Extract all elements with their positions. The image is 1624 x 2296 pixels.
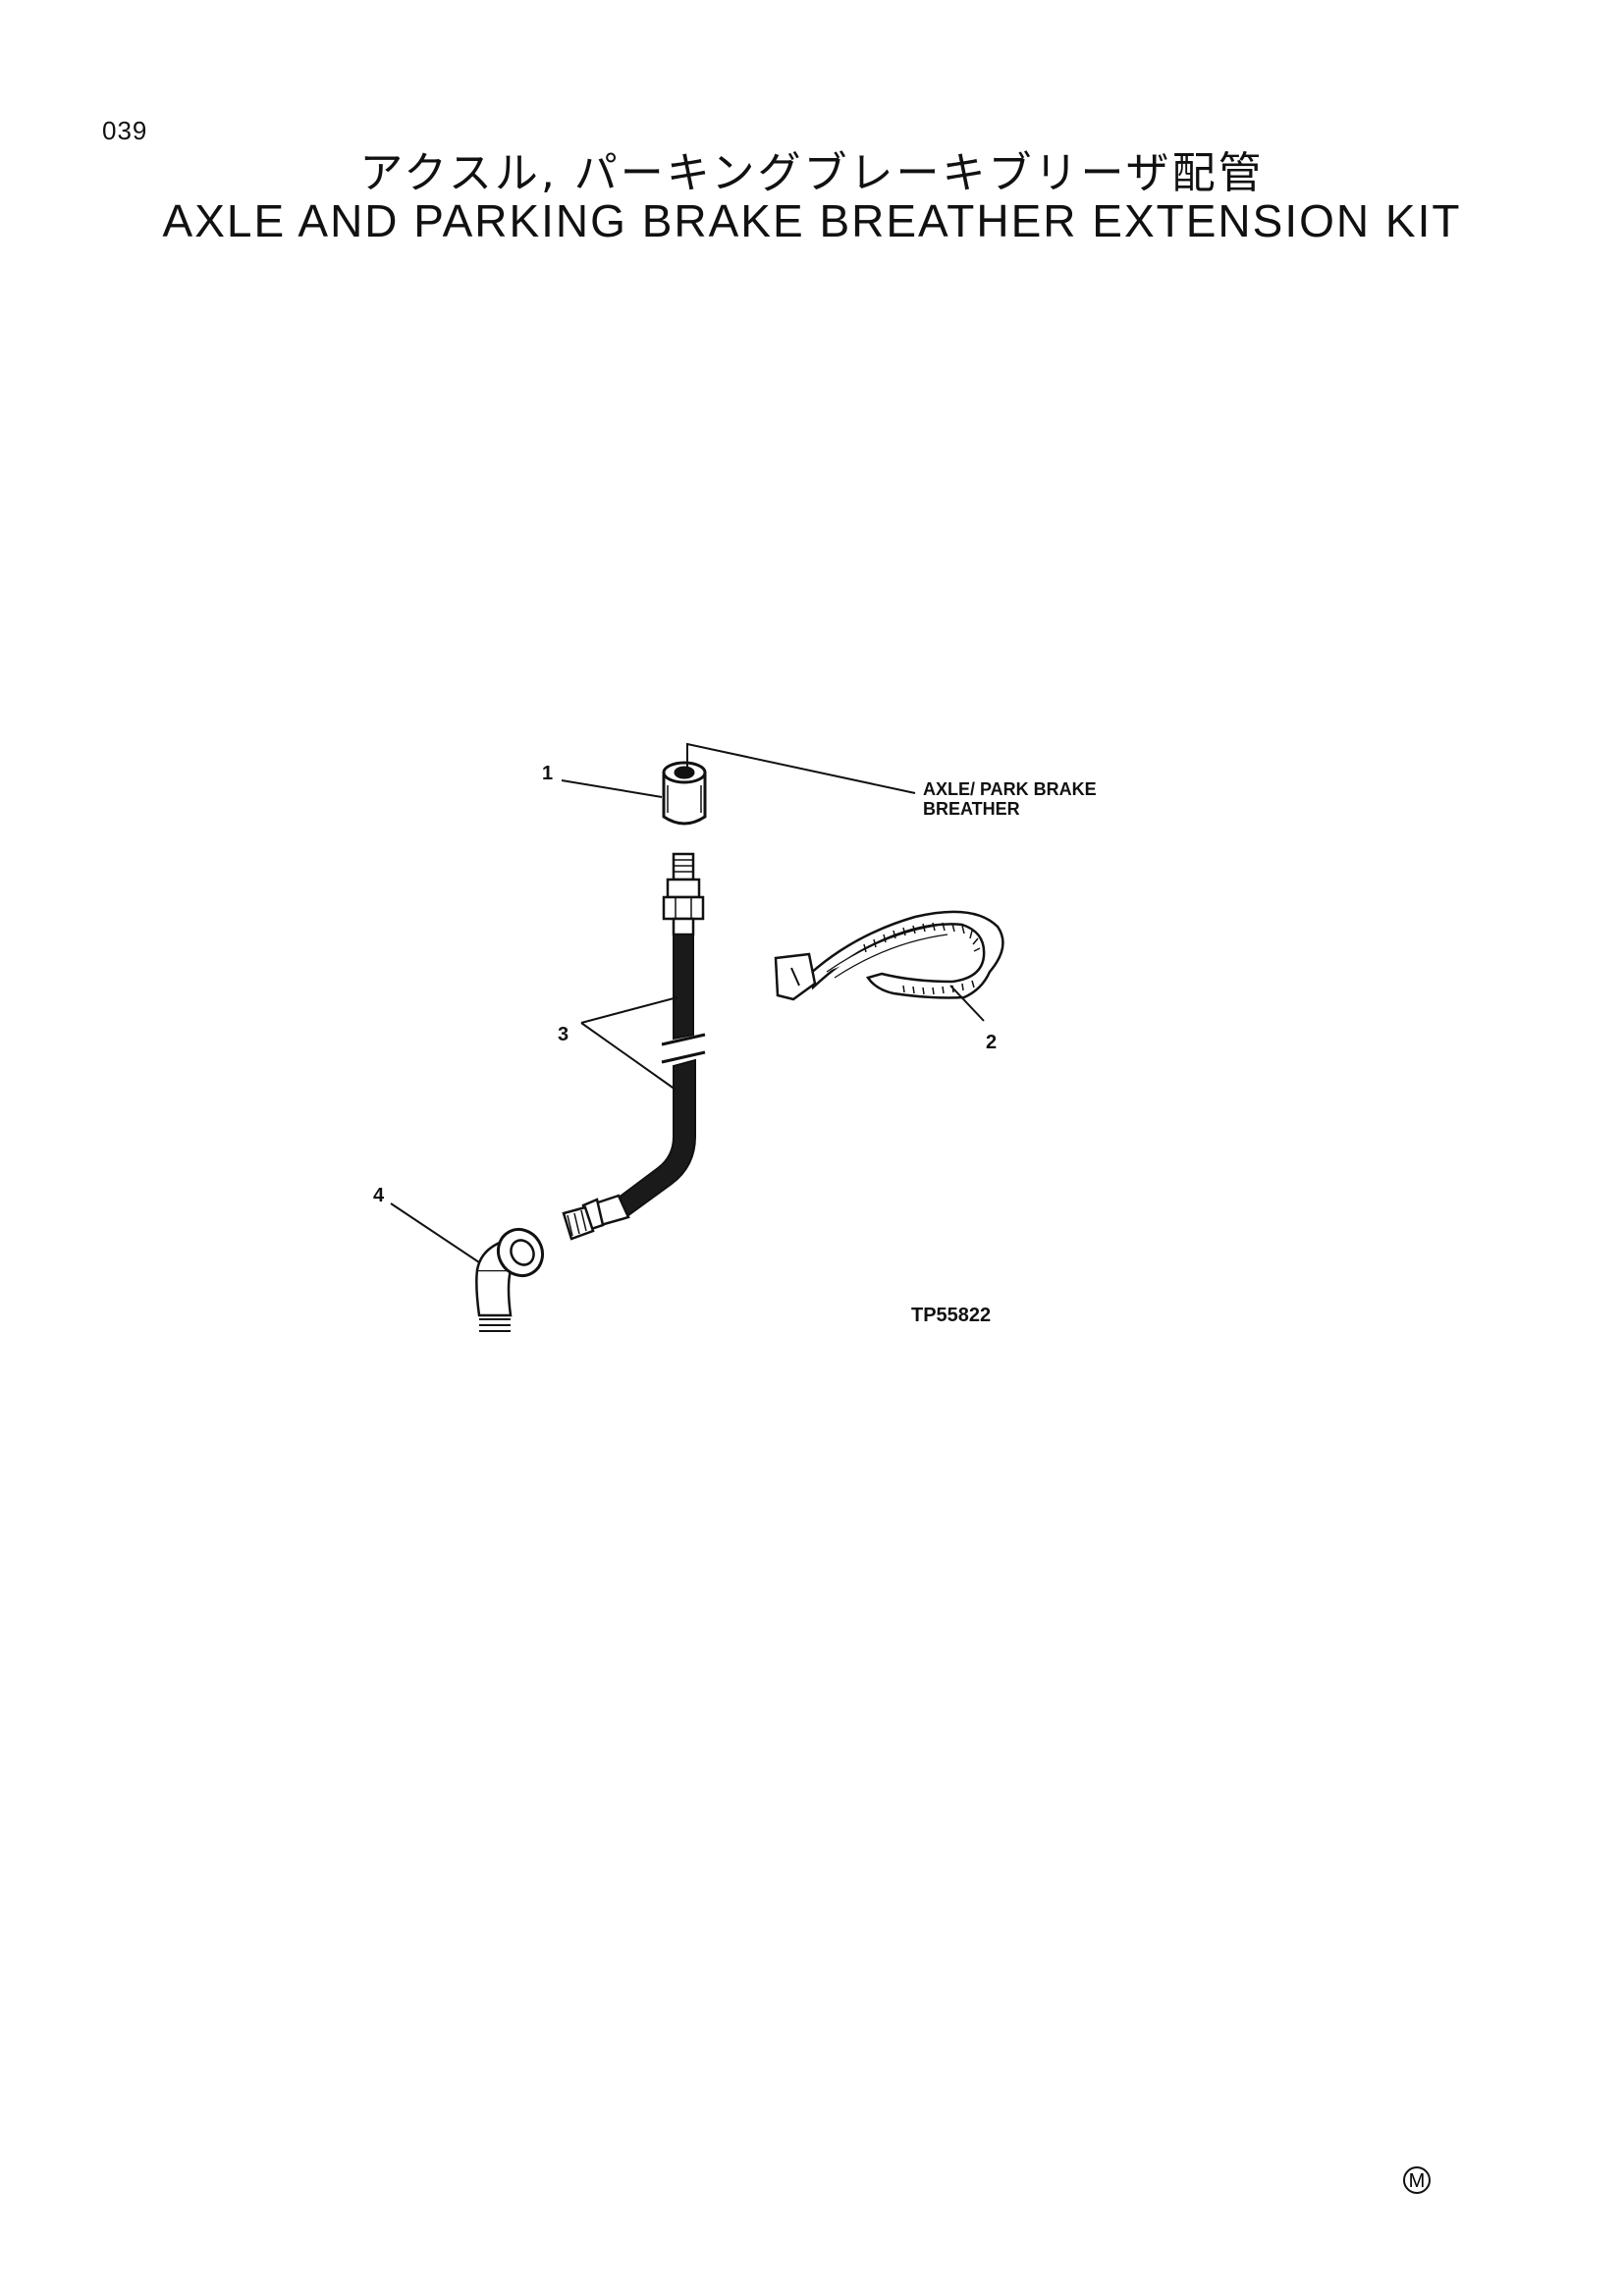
part-4-elbow — [475, 1227, 545, 1332]
breather-note-line2: BREATHER — [923, 799, 1020, 819]
callout-4: 4 — [373, 1185, 385, 1206]
leader-note — [686, 742, 916, 794]
m-mark: M — [1403, 2166, 1431, 2194]
part-1-cap — [662, 761, 707, 826]
leader-3b — [580, 1022, 677, 1091]
leader-2 — [949, 985, 985, 1022]
page-title-japanese: アクスル, パーキングブレーキブリーザ配管 — [359, 148, 1265, 198]
breather-note-line1: AXLE/ PARK BRAKE — [923, 779, 1097, 799]
part-2-band-clamp — [774, 910, 1004, 1001]
page-title: AXLE AND PARKING BRAKE BREATHER EXTENSIO… — [162, 195, 1462, 246]
figure-id: TP55822 — [911, 1305, 991, 1326]
callout-3: 3 — [558, 1024, 568, 1045]
callout-2: 2 — [986, 1032, 997, 1053]
page-number: 039 — [102, 116, 148, 145]
leader-3a — [580, 996, 678, 1024]
leader-lines — [390, 742, 985, 1263]
callout-1: 1 — [542, 763, 553, 784]
leader-1 — [561, 779, 663, 798]
leader-4 — [390, 1202, 480, 1263]
part-3-hose — [562, 852, 706, 1241]
m-mark-letter: M — [1409, 2170, 1426, 2192]
